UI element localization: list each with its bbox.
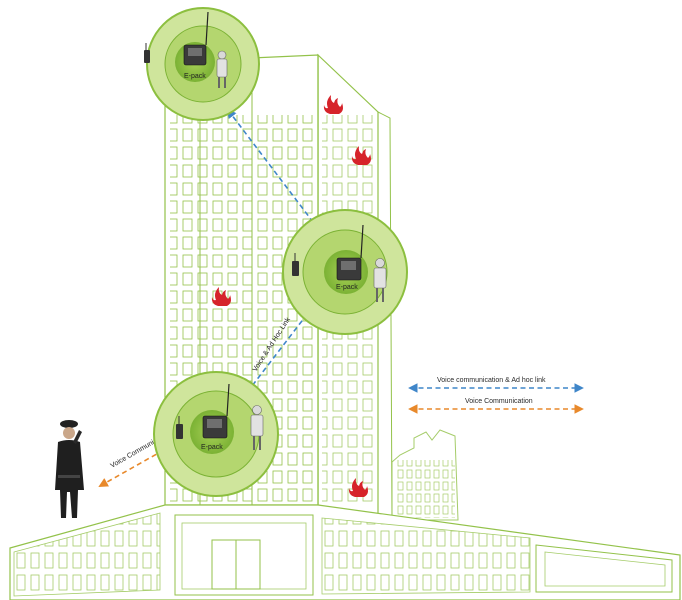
legend-label-voice: Voice Communication: [465, 398, 533, 405]
fire-icon: [211, 287, 231, 306]
e-pack-device-icon: [183, 11, 209, 66]
e-pack-label-bottom: E-pack: [201, 444, 223, 451]
e-pack-label-top: E-pack: [184, 73, 206, 80]
legend: Voice communication & Ad hoc link Voice …: [408, 377, 584, 414]
background-building: [391, 429, 459, 521]
fire-icon: [348, 478, 368, 497]
legend-label-adhoc: Voice communication & Ad hoc link: [437, 377, 546, 384]
radio-icon: [144, 43, 150, 63]
voice-link-officer-bottom: [98, 441, 180, 487]
firefighter-icon: [250, 405, 264, 450]
radio-icon: [176, 416, 183, 439]
podium: [9, 504, 681, 600]
e-pack-label-middle: E-pack: [336, 284, 358, 291]
e-pack-device-icon: [202, 383, 230, 439]
e-pack-device-icon: [336, 224, 364, 281]
firefighter-icon: [373, 258, 387, 302]
fire-icon: [351, 146, 371, 165]
firefighter-icon: [216, 50, 228, 88]
radio-icon: [292, 253, 299, 276]
officer-icon: [55, 420, 84, 518]
